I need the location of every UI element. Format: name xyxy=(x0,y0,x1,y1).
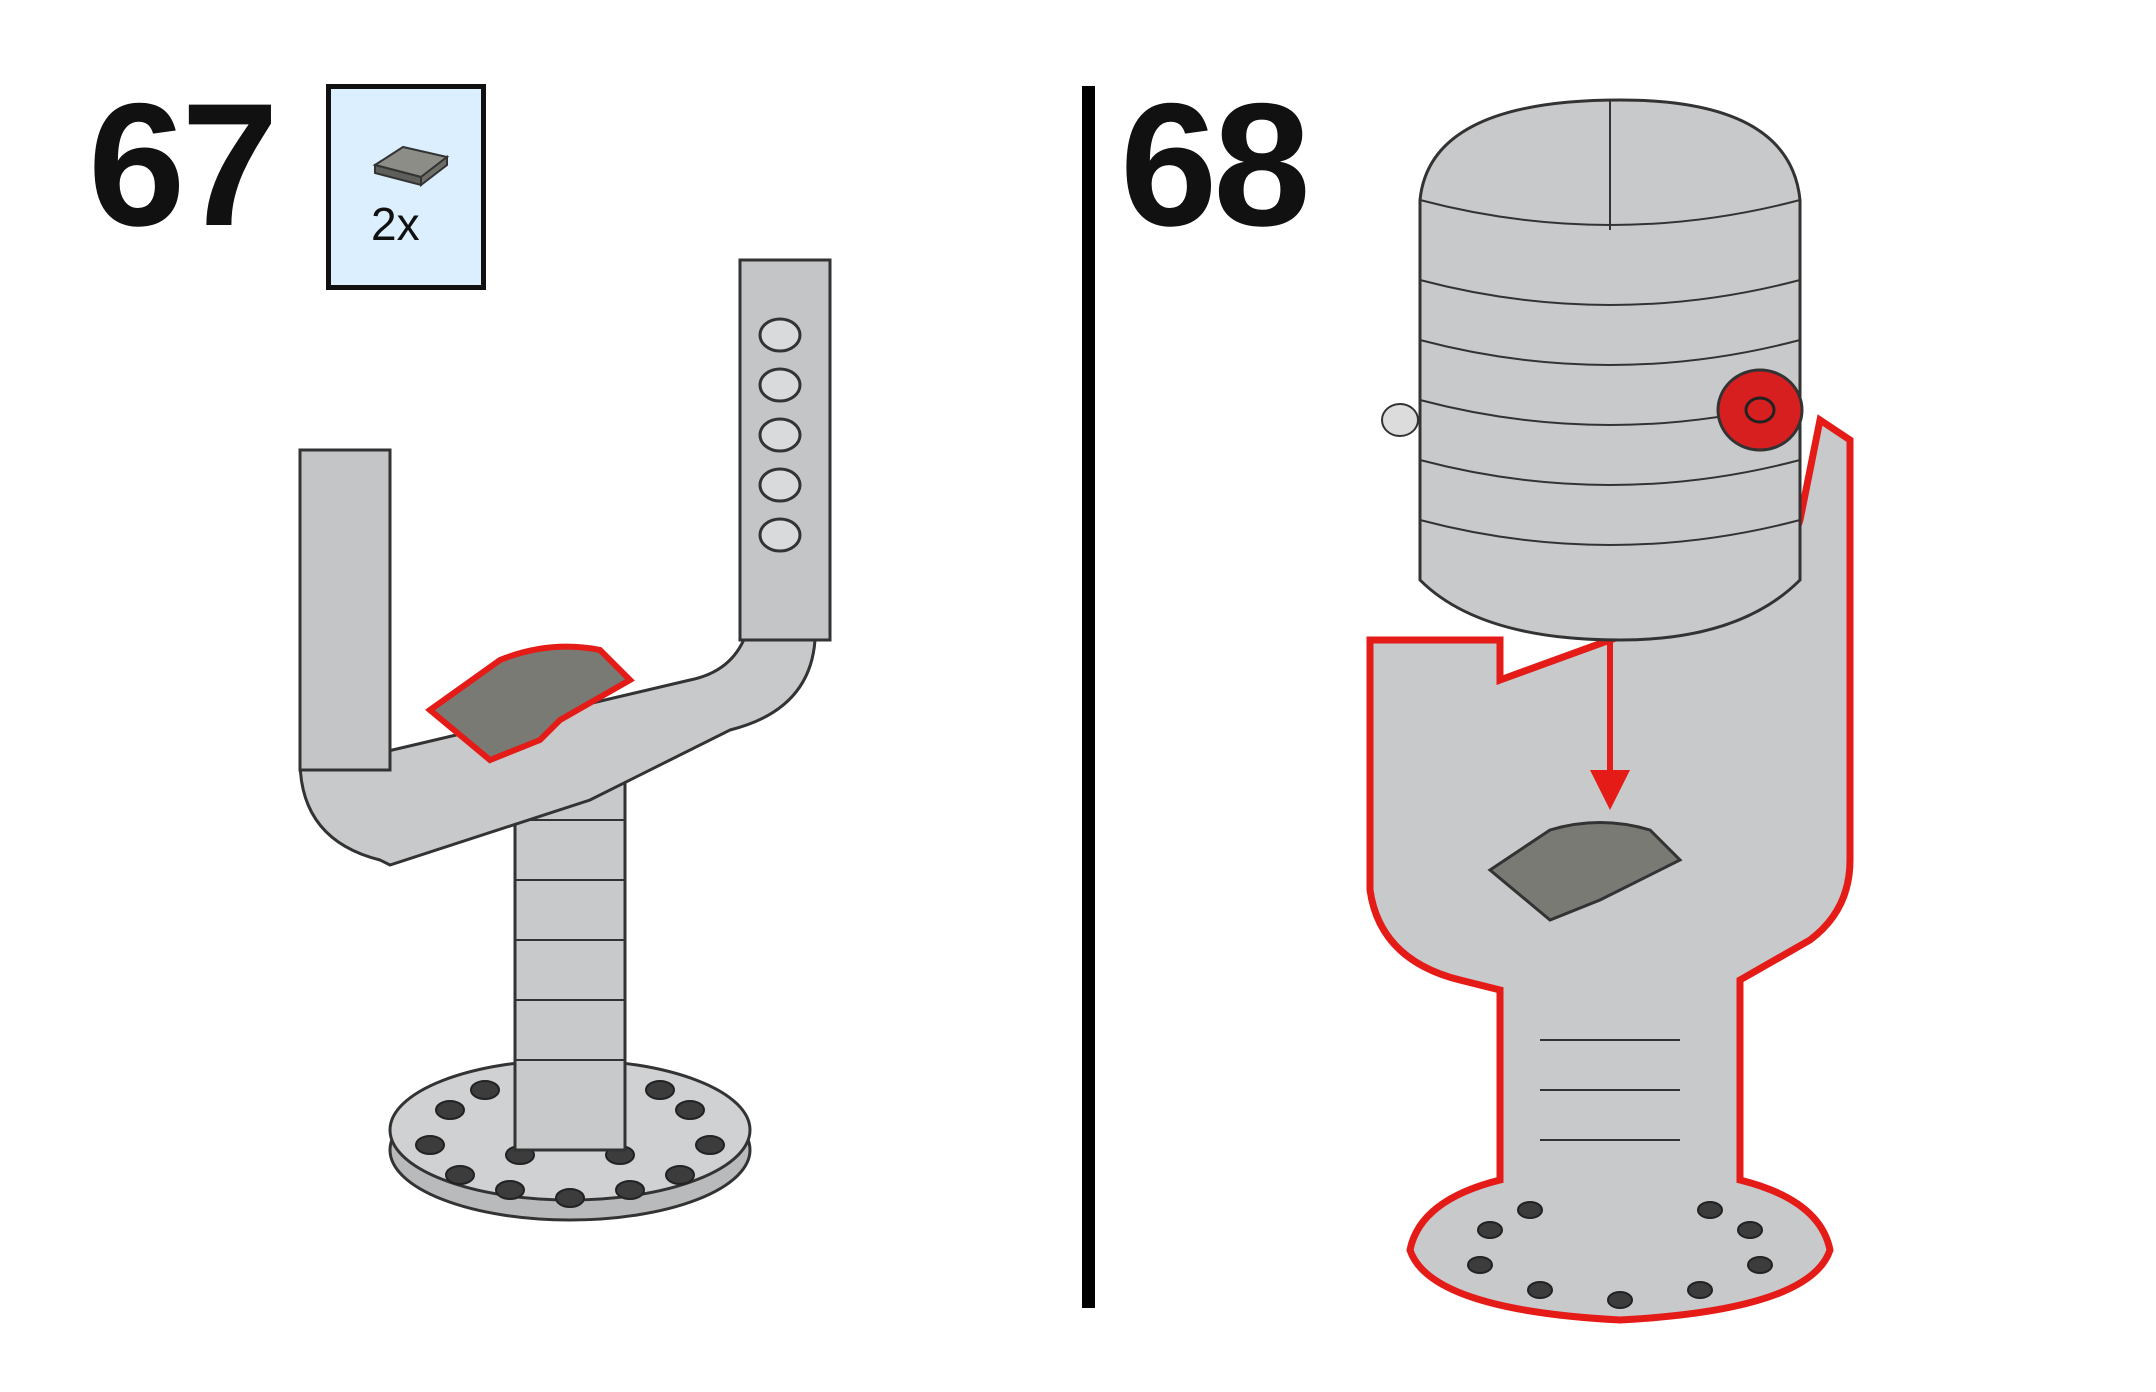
parts-quantity: 2x xyxy=(371,198,420,250)
parts-callout-box: 2x xyxy=(326,84,486,290)
model-illustration-67 xyxy=(298,258,832,1222)
step-number-68: 68 xyxy=(1120,68,1311,263)
step-divider xyxy=(1082,86,1095,1308)
model-illustration-68 xyxy=(1366,98,1854,1324)
curved-slope-tile-icon xyxy=(372,145,450,188)
step-number-67: 67 xyxy=(88,68,279,263)
